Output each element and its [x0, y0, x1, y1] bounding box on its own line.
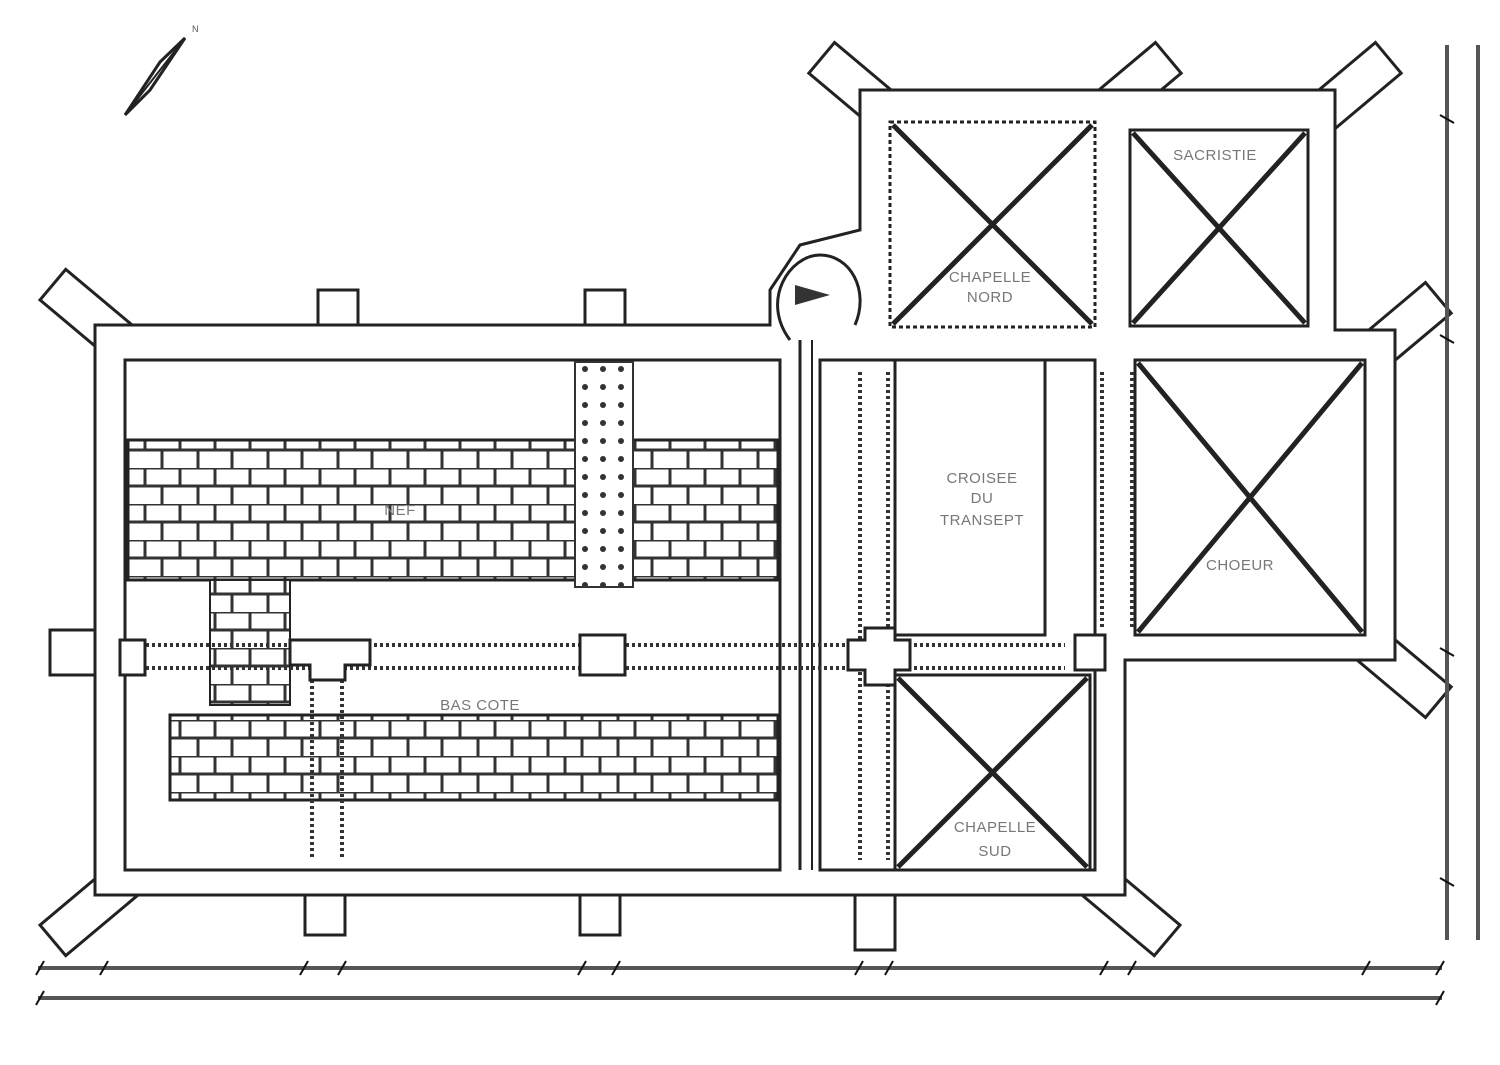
- dimension-lines: [35, 45, 1480, 1006]
- label-bas-cote: BAS COTE: [440, 697, 520, 714]
- pier: [846, 626, 912, 687]
- nef-paving: [126, 438, 780, 582]
- label-nef: NEF: [384, 502, 416, 519]
- north-arrow-icon: N: [123, 24, 199, 117]
- transverse-arch: [574, 361, 634, 588]
- bas-cote-paving: [168, 713, 780, 802]
- label-chapelle-nord-2: NORD: [967, 289, 1013, 306]
- arcades: [118, 372, 1134, 860]
- label-choeur: CHOEUR: [1206, 557, 1274, 574]
- label-croisee-2: DU: [971, 490, 994, 507]
- label-sacristie: SACRISTIE: [1173, 147, 1257, 164]
- label-croisee-3: TRANSEPT: [940, 512, 1024, 529]
- pier: [578, 633, 627, 677]
- label-chapelle-sud-2: SUD: [978, 843, 1011, 860]
- stair-icon: [795, 285, 830, 305]
- label-chapelle-sud-1: CHAPELLE: [954, 819, 1036, 836]
- svg-text:N: N: [192, 24, 199, 34]
- label-chapelle-nord-1: CHAPELLE: [949, 269, 1031, 286]
- rib-vaults: [891, 123, 1364, 869]
- label-croisee-1: CROISEE: [946, 470, 1017, 487]
- pier: [288, 638, 372, 682]
- room-croisee: [893, 358, 1047, 637]
- stair-turret: [776, 253, 862, 341]
